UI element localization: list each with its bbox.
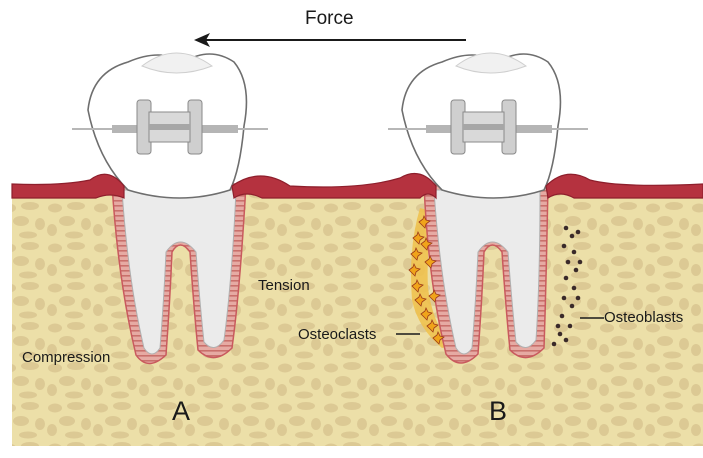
osteoblast-cell — [570, 304, 575, 309]
osteoblasts-label: Osteoblasts — [604, 309, 683, 326]
osteoblast-cell — [568, 324, 573, 329]
osteoblast-cell — [572, 286, 577, 291]
osteoblast-cell — [576, 296, 581, 301]
osteoblast-cell — [576, 230, 581, 235]
compression-label: Compression — [22, 349, 110, 366]
osteoblast-cell — [564, 338, 569, 343]
osteoblast-cell — [578, 260, 583, 265]
osteoblast-cell — [572, 250, 577, 255]
tension-label: Tension — [258, 277, 310, 294]
osteoblast-cell — [558, 332, 563, 337]
osteoclasts-label: Osteoclasts — [298, 326, 376, 343]
panel-a-label: A — [172, 396, 190, 426]
force-label: Force — [305, 8, 354, 29]
panel-b-label: B — [489, 396, 507, 426]
gingiva — [12, 174, 703, 199]
osteoblast-cell — [562, 296, 567, 301]
osteoblast-cell — [552, 342, 557, 347]
osteoblast-cell — [560, 314, 565, 319]
osteoblast-cell — [562, 244, 567, 249]
osteoblast-cell — [566, 260, 571, 265]
osteoblast-cell — [556, 324, 561, 329]
osteoblast-cell — [564, 226, 569, 231]
osteoblast-cell — [564, 276, 569, 281]
force-arrow — [194, 33, 466, 47]
osteoblast-cell — [574, 268, 579, 273]
osteoblast-cell — [570, 234, 575, 239]
